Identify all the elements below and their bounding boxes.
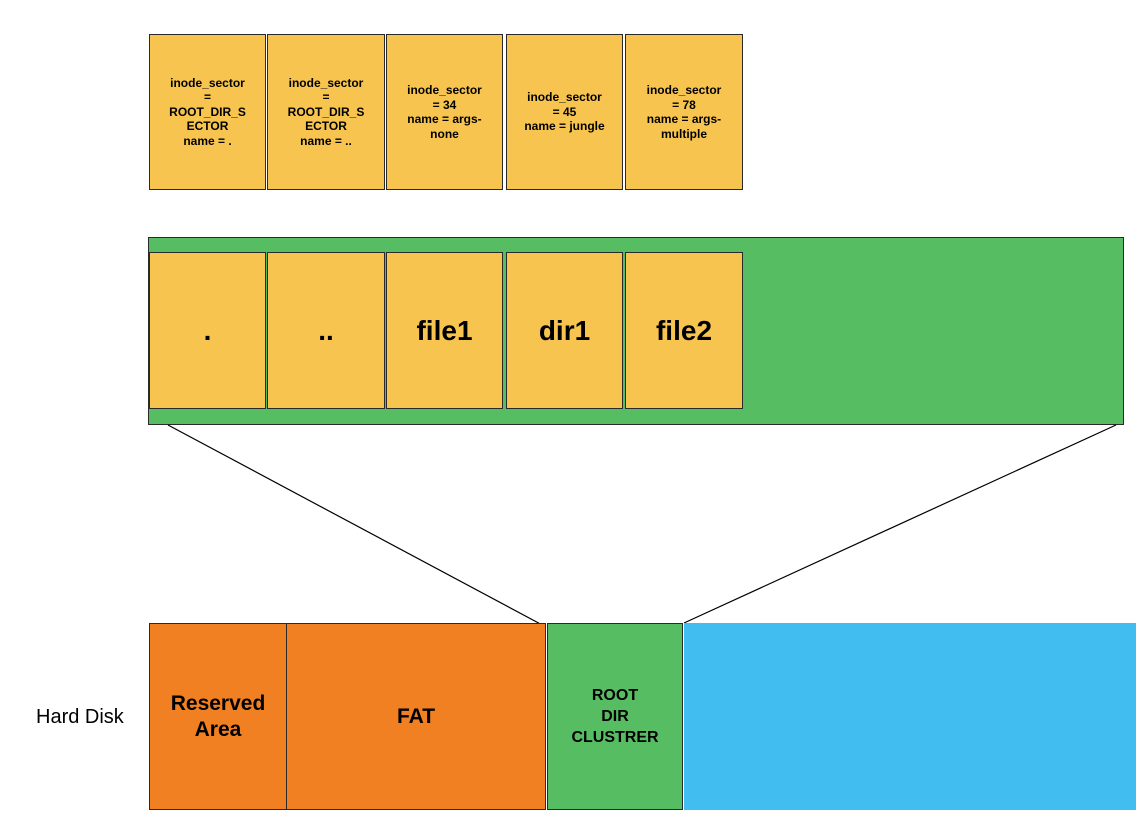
inode-entry-dotdot: inode_sector = ROOT_DIR_S ECTOR name = .… <box>267 34 385 190</box>
root-dir-cluster-region: ROOT DIR CLUSTRER <box>547 623 683 810</box>
inode-entry-file1-text: inode_sector = 34 name = args- none <box>407 83 482 141</box>
reserved-area-label: Reserved Area <box>170 691 266 741</box>
dir-entry-dir1: dir1 <box>506 252 623 409</box>
dir-entry-dotdot: .. <box>267 252 385 409</box>
inode-entry-file1: inode_sector = 34 name = args- none <box>386 34 503 190</box>
connector-line-left <box>167 424 547 628</box>
inode-entry-dot: inode_sector = ROOT_DIR_S ECTOR name = . <box>149 34 266 190</box>
inode-entry-dir1: inode_sector = 45 name = jungle <box>506 34 623 190</box>
hard-disk-label: Hard Disk <box>36 706 124 728</box>
dir-entry-dot: . <box>149 252 266 409</box>
dir-entry-file2-label: file2 <box>655 314 713 346</box>
dir-entry-file1: file1 <box>386 252 503 409</box>
dir-entry-dot-label: . <box>203 314 212 346</box>
fat-region: FAT <box>286 623 546 810</box>
root-dir-cluster-label: ROOT DIR CLUSTRER <box>571 687 659 746</box>
reserved-area-region: Reserved Area <box>149 623 287 810</box>
inode-entry-file2-text: inode_sector = 78 name = args- multiple <box>646 83 722 141</box>
connector-line-right <box>683 424 1117 624</box>
inode-entry-dot-text: inode_sector = ROOT_DIR_S ECTOR name = . <box>169 75 246 148</box>
data-region <box>684 623 1136 810</box>
inode-entry-file2: inode_sector = 78 name = args- multiple <box>625 34 743 190</box>
inode-entry-dotdot-text: inode_sector = ROOT_DIR_S ECTOR name = .… <box>287 75 365 148</box>
fat-label: FAT <box>396 704 436 728</box>
dir-entry-file1-label: file1 <box>416 314 473 346</box>
inode-entry-dir1-text: inode_sector = 45 name = jungle <box>524 90 605 134</box>
dir-entry-file2: file2 <box>625 252 743 409</box>
dir-entry-dotdot-label: .. <box>318 314 334 346</box>
dir-entry-dir1-label: dir1 <box>538 314 591 346</box>
